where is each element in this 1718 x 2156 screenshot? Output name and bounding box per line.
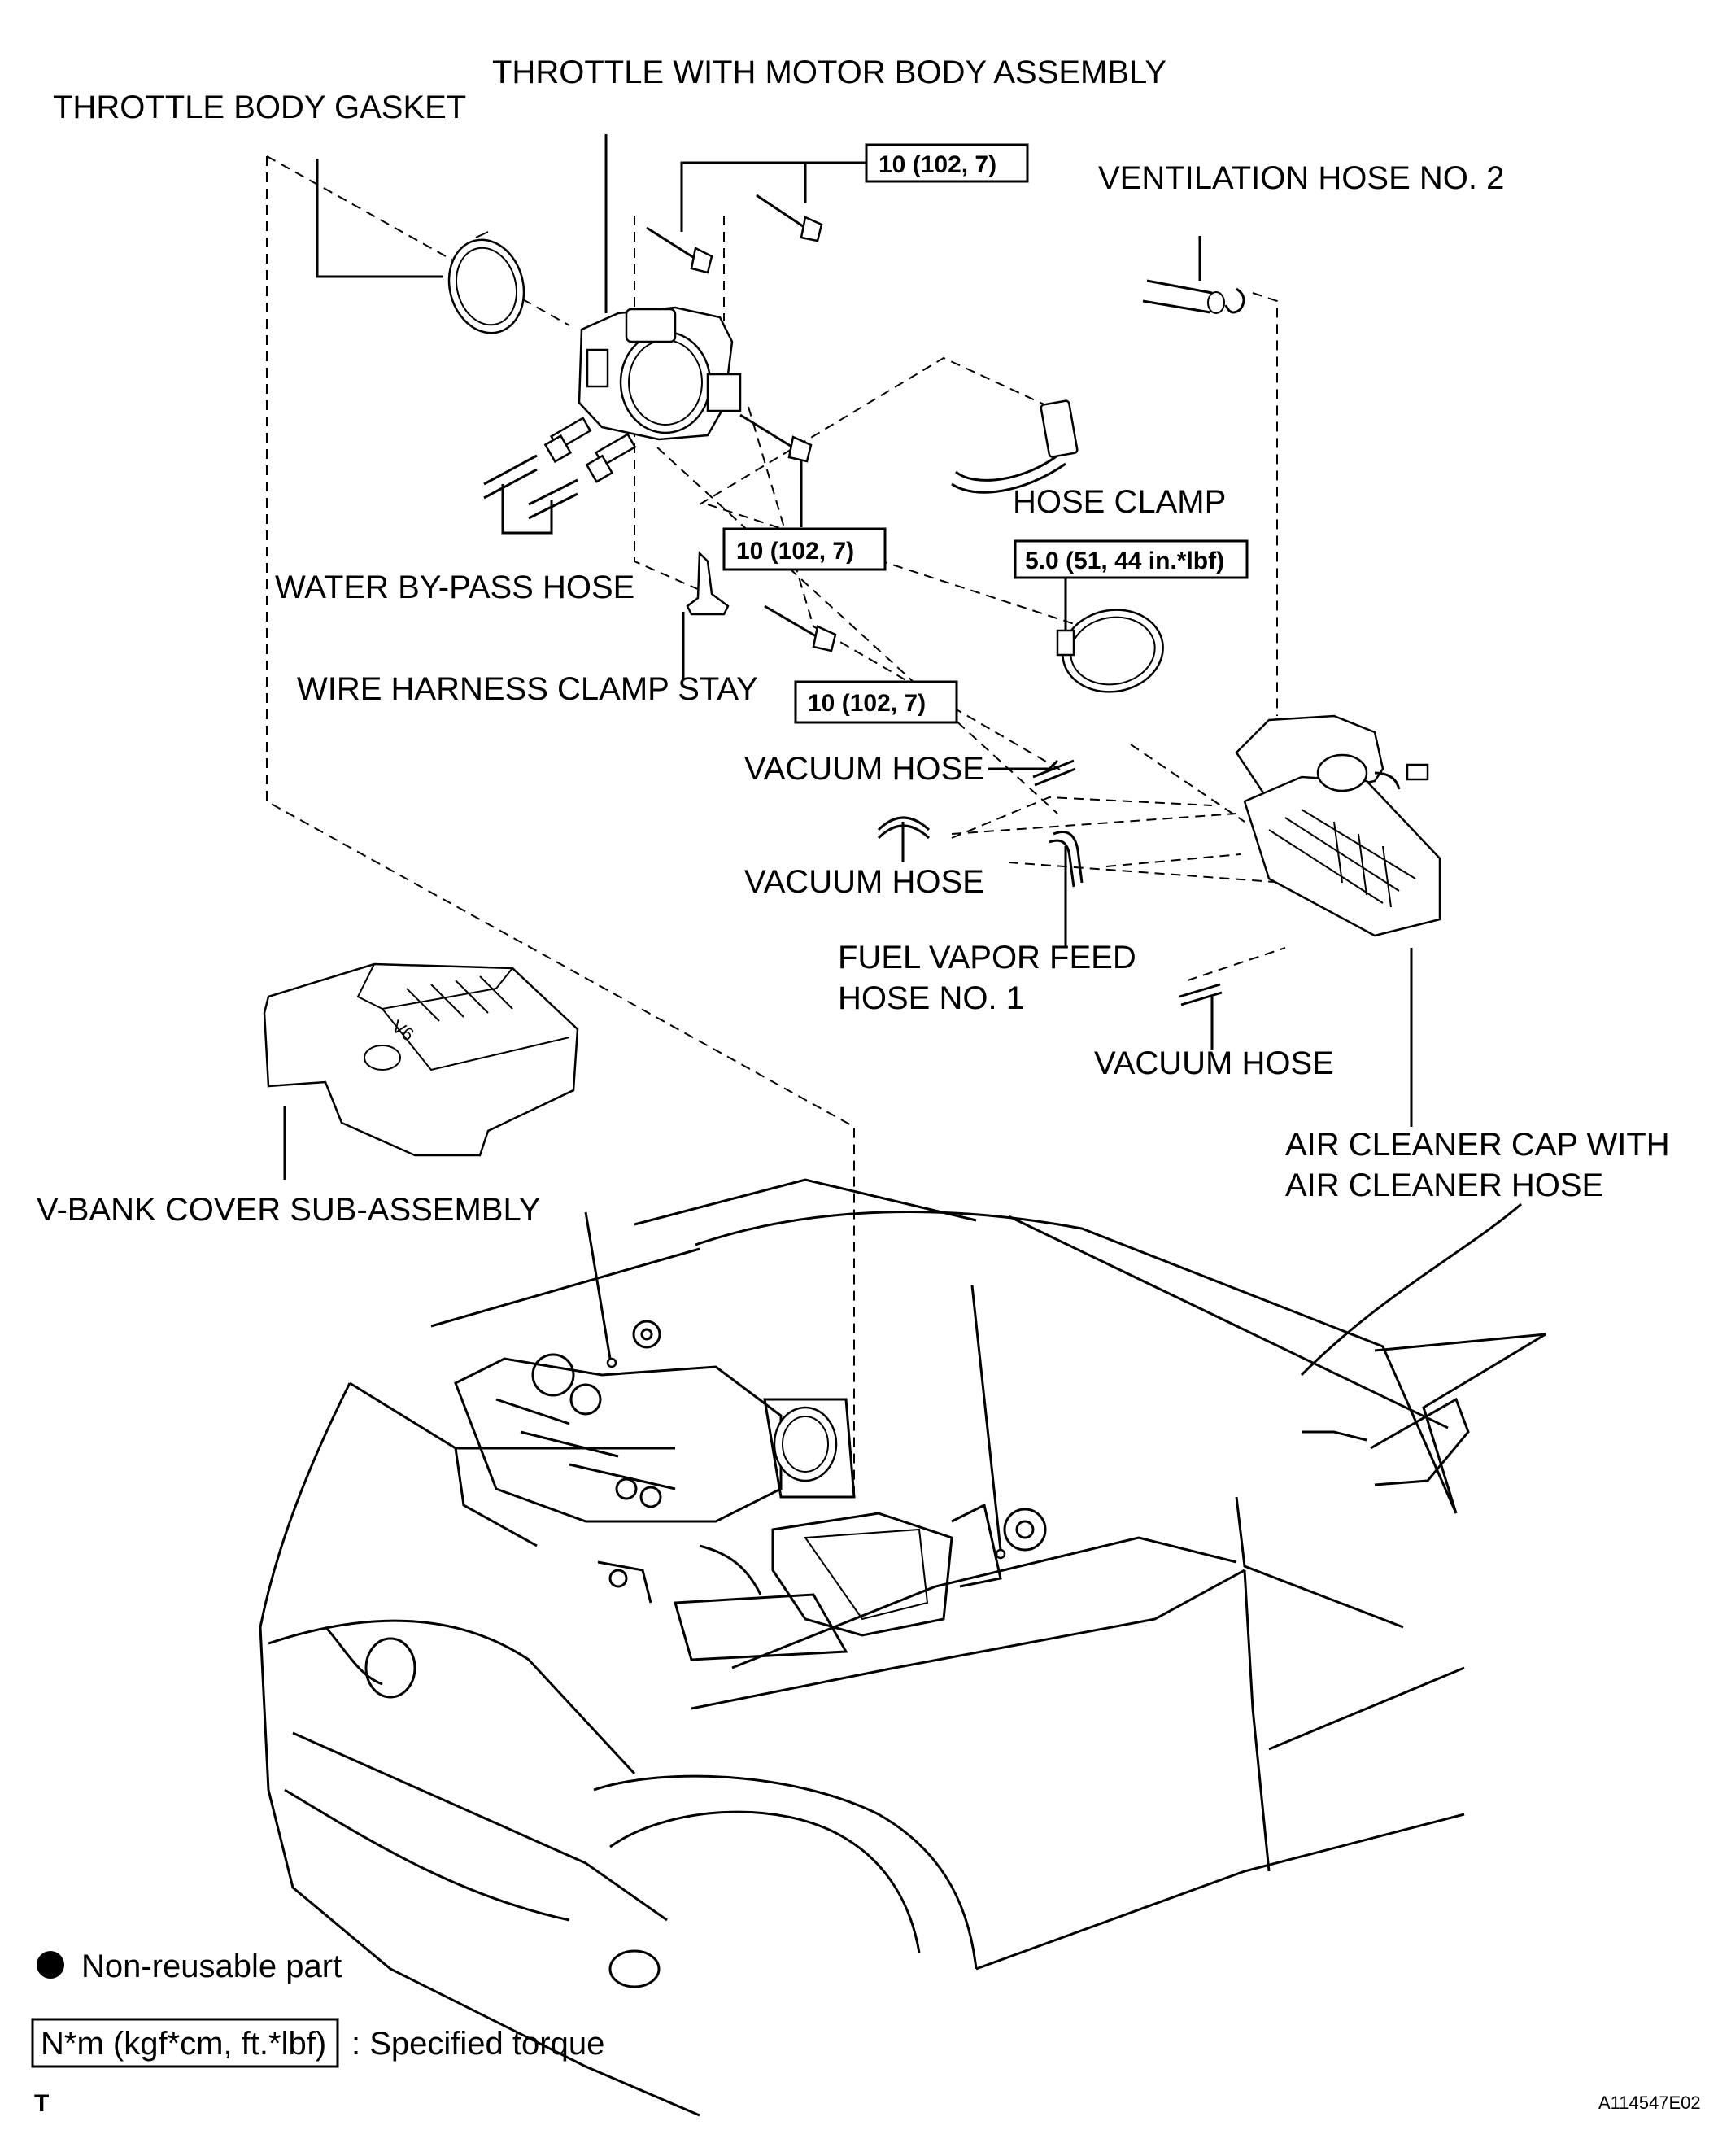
label-air-cleaner-line2: AIR CLEANER HOSE [1285,1167,1603,1203]
legend: Non-reusable part N*m (kgf*cm, ft.*lbf) … [31,1949,604,2068]
label-water-bypass-hose: WATER BY-PASS HOSE [275,570,634,605]
part-labels: THROTTLE WITH MOTOR BODY ASSEMBLY THROTT… [37,55,1670,1228]
vacuum-hose-drawings [877,759,1223,1006]
water-bypass-hose-drawing [483,417,637,520]
label-throttle-body-gasket: THROTTLE BODY GASKET [53,89,466,125]
label-vacuum-hose-2: VACUUM HOSE [744,864,984,900]
ventilation-hose-drawing [1142,279,1245,314]
label-fuel-vapor-line2: HOSE NO. 1 [838,980,1024,1016]
torque-middle-text: 10 (102, 7) [736,538,854,565]
label-fuel-vapor-line1: FUEL VAPOR FEED [838,940,1136,975]
non-reusable-dot-icon [37,1951,64,1979]
label-vacuum-hose-1: VACUUM HOSE [744,751,984,787]
footer: T A114547E02 [34,2090,1701,2117]
wire-harness-clamp-stay-drawing [686,551,730,616]
throttle-body-drawing [578,306,742,441]
assembly-guide-lines [266,155,1286,1497]
legend-torque-box [31,2018,339,2068]
torque-top-text: 10 (102, 7) [879,151,996,178]
air-cleaner-cap-drawing [1235,714,1441,937]
throttle-body-gasket-drawing [447,231,525,334]
legend-non-reusable: Non-reusable part [81,1949,342,1984]
footer-left-mark: T [34,2090,49,2117]
label-vbank-cover: V-BANK COVER SUB-ASSEMBLY [37,1192,540,1228]
torque-stay-text: 10 (102, 7) [808,690,926,717]
connector-drawing [951,399,1079,494]
bolt-drawings [646,194,837,652]
torque-spec-hose-clamp: 5.0 (51, 44 in.*lbf) [1014,539,1249,579]
legend-torque-box-text: N*m (kgf*cm, ft.*lbf) [41,2026,326,2062]
label-vacuum-hose-3: VACUUM HOSE [1094,1045,1334,1081]
label-throttle-motor-body: THROTTLE WITH MOTOR BODY ASSEMBLY [492,55,1166,90]
vehicle-front-drawing [259,1178,1546,2117]
torque-spec-top: 10 (102, 7) [865,143,1029,183]
torque-hose-clamp-text: 5.0 (51, 44 in.*lbf) [1025,548,1224,574]
torque-spec-middle: 10 (102, 7) [722,527,887,571]
hose-clamp-drawing [1056,609,1164,693]
vbank-cover-drawing: V6 [263,962,579,1157]
leader-lines [283,134,1413,1180]
label-air-cleaner-line1: AIR CLEANER CAP WITH [1285,1127,1670,1163]
label-hose-clamp: HOSE CLAMP [1013,484,1226,520]
label-ventilation-hose-2: VENTILATION HOSE NO. 2 [1098,160,1504,196]
footer-figure-id: A114547E02 [1598,2093,1701,2113]
label-wire-harness-clamp-stay: WIRE HARNESS CLAMP STAY [297,671,758,707]
torque-spec-stay: 10 (102, 7) [794,680,958,724]
legend-torque-desc: : Specified torque [351,2026,604,2062]
